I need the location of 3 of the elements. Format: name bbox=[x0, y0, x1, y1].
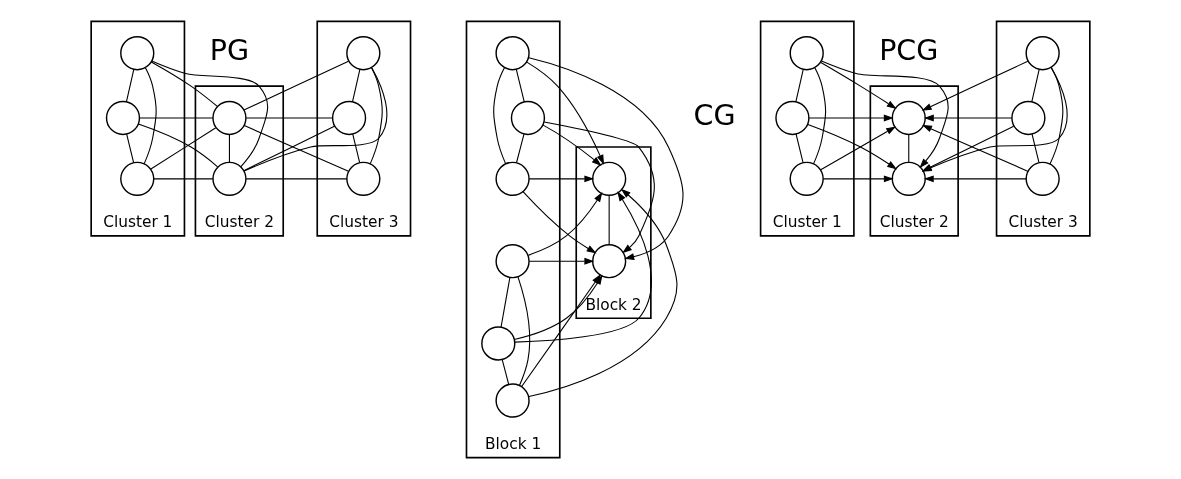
label: CG bbox=[693, 98, 736, 132]
label: PG bbox=[209, 34, 250, 68]
label: PCG bbox=[879, 34, 939, 68]
